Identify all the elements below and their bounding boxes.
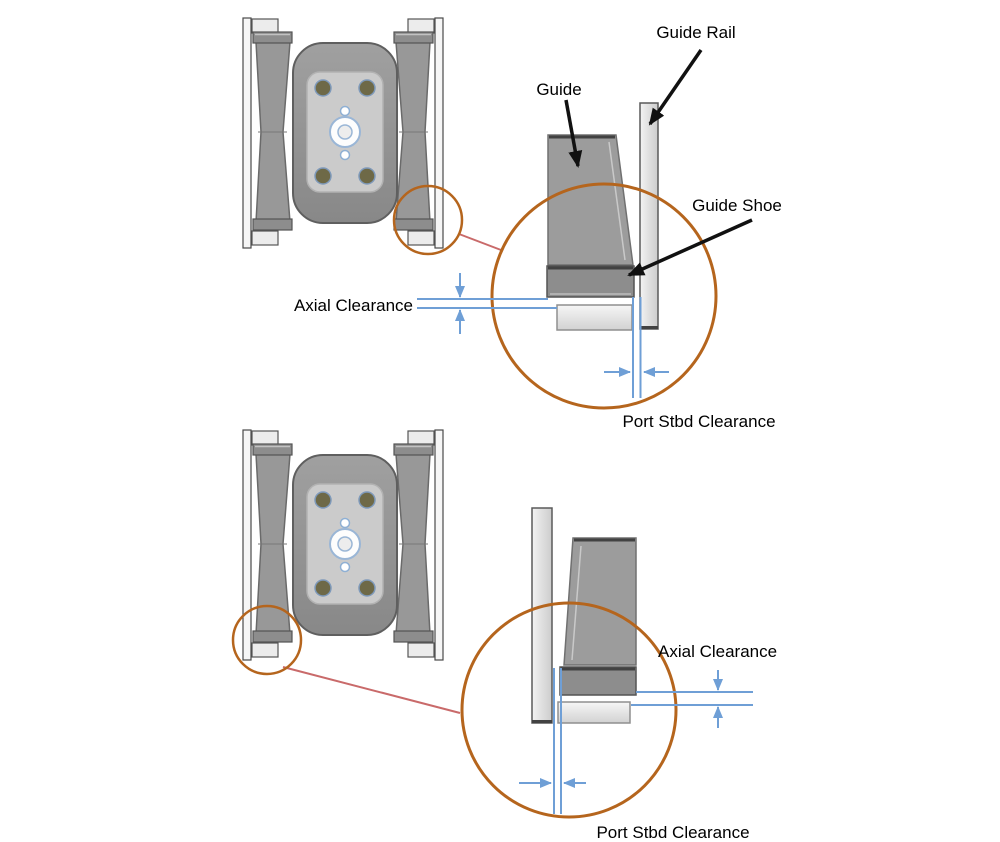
guide-shoe-bottom-detail bbox=[559, 666, 637, 696]
label-port-stbd-clearance-bottom: Port Stbd Clearance bbox=[596, 823, 749, 842]
axial-clearance-dimension-top bbox=[417, 273, 557, 334]
callout-connector-bottom bbox=[282, 666, 461, 714]
detail-view-bottom: Axial Clearance Port Stbd Clearance bbox=[460, 507, 777, 842]
axial-clearance-dimension-bottom bbox=[631, 670, 753, 728]
port-stbd-clearance-dimension-top bbox=[604, 297, 669, 398]
guide-top-detail bbox=[547, 134, 634, 266]
label-guide-shoe: Guide Shoe bbox=[692, 196, 782, 215]
crosshead-assembly-bottom bbox=[242, 429, 444, 661]
label-axial-clearance-bottom: Axial Clearance bbox=[658, 642, 777, 661]
guide-pointer-arrow bbox=[564, 99, 583, 168]
guide-rail-top-detail bbox=[639, 102, 659, 330]
detail-view-top: Guide Guide Rail Guide Shoe Axial Cleara… bbox=[294, 23, 782, 431]
rail-flange-top-detail bbox=[556, 304, 633, 331]
label-guide-rail: Guide Rail bbox=[656, 23, 735, 42]
label-guide: Guide bbox=[536, 80, 581, 99]
guide-rail-bottom-detail bbox=[531, 507, 553, 724]
rail-flange-bottom-detail bbox=[557, 701, 631, 724]
callout-connector-top bbox=[458, 233, 502, 251]
label-axial-clearance-top: Axial Clearance bbox=[294, 296, 413, 315]
guide-shoe-top-detail bbox=[546, 265, 635, 298]
label-port-stbd-clearance-top: Port Stbd Clearance bbox=[622, 412, 775, 431]
crosshead-assembly-top bbox=[242, 17, 444, 249]
callout-detail-circle-bottom bbox=[460, 601, 678, 819]
guide-bottom-detail bbox=[563, 537, 637, 666]
callout-source-circle-bottom bbox=[231, 604, 303, 676]
guide-shoe-pointer-arrow bbox=[627, 218, 753, 277]
callout-source-circle-top bbox=[392, 184, 464, 256]
callout-detail-circle-top bbox=[490, 182, 718, 410]
guide-rail-pointer-arrow bbox=[648, 49, 703, 126]
port-stbd-clearance-dimension-bottom bbox=[519, 668, 586, 814]
